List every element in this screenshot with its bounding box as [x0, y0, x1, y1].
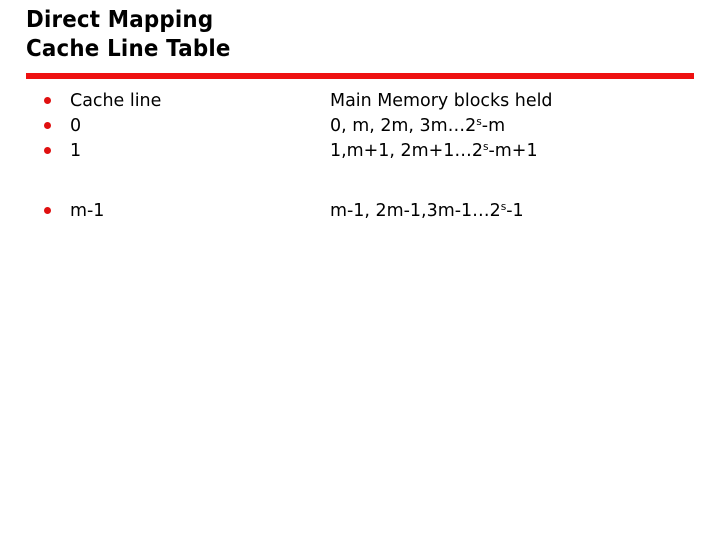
- line-0-blocks-value: 0, m, 2m, 3m…2s-m: [330, 115, 506, 136]
- table-cell-line-0-blocks: 0, m, 2m, 3m…2s-m: [330, 113, 720, 138]
- bullet-icon: [44, 97, 51, 104]
- exponent-s: s: [500, 200, 507, 213]
- table-cell-line-m-minus-1-blocks: m-1, 2m-1,3m-1…2s-1: [330, 198, 720, 223]
- title-line-2: Cache Line Table: [26, 36, 231, 62]
- line-1-label: 1: [70, 140, 82, 161]
- table-cell-line-0: 0: [0, 113, 330, 138]
- line-1-blocks-value: 1,m+1, 2m+1…2s-m+1: [330, 140, 538, 161]
- table-row: 1 1,m+1, 2m+1…2s-m+1: [0, 138, 720, 163]
- table-cell-line-m-minus-1: m-1: [0, 198, 330, 223]
- bullet-icon: [44, 122, 51, 129]
- line-m-minus-1-blocks-value: m-1, 2m-1,3m-1…2s-1: [330, 200, 524, 221]
- title-line-1: Direct Mapping: [26, 7, 214, 33]
- slide-title: Direct Mapping Cache Line Table: [26, 6, 696, 64]
- blocks-held-label: Main Memory blocks held: [330, 90, 553, 111]
- table-cell-cache-line: Cache line: [0, 88, 330, 113]
- line-m-minus-1-label: m-1: [70, 200, 105, 221]
- table-cell-blocks-held: Main Memory blocks held: [330, 88, 720, 113]
- line-0-label: 0: [70, 115, 82, 136]
- table-row: Cache line Main Memory blocks held: [0, 88, 720, 113]
- exponent-s: s: [482, 140, 489, 153]
- bullet-icon: [44, 147, 51, 154]
- exponent-s: s: [476, 115, 482, 128]
- cache-line-table: Cache line Main Memory blocks held 0 0, …: [0, 88, 720, 223]
- table-row: m-1 m-1, 2m-1,3m-1…2s-1: [0, 198, 720, 223]
- table-cell-line-1: 1: [0, 138, 330, 163]
- table-row: 0 0, m, 2m, 3m…2s-m: [0, 113, 720, 138]
- bullet-icon: [44, 207, 51, 214]
- title-underline-rule: [26, 73, 694, 79]
- cache-line-label: Cache line: [70, 90, 162, 111]
- table-cell-line-1-blocks: 1,m+1, 2m+1…2s-m+1: [330, 138, 720, 163]
